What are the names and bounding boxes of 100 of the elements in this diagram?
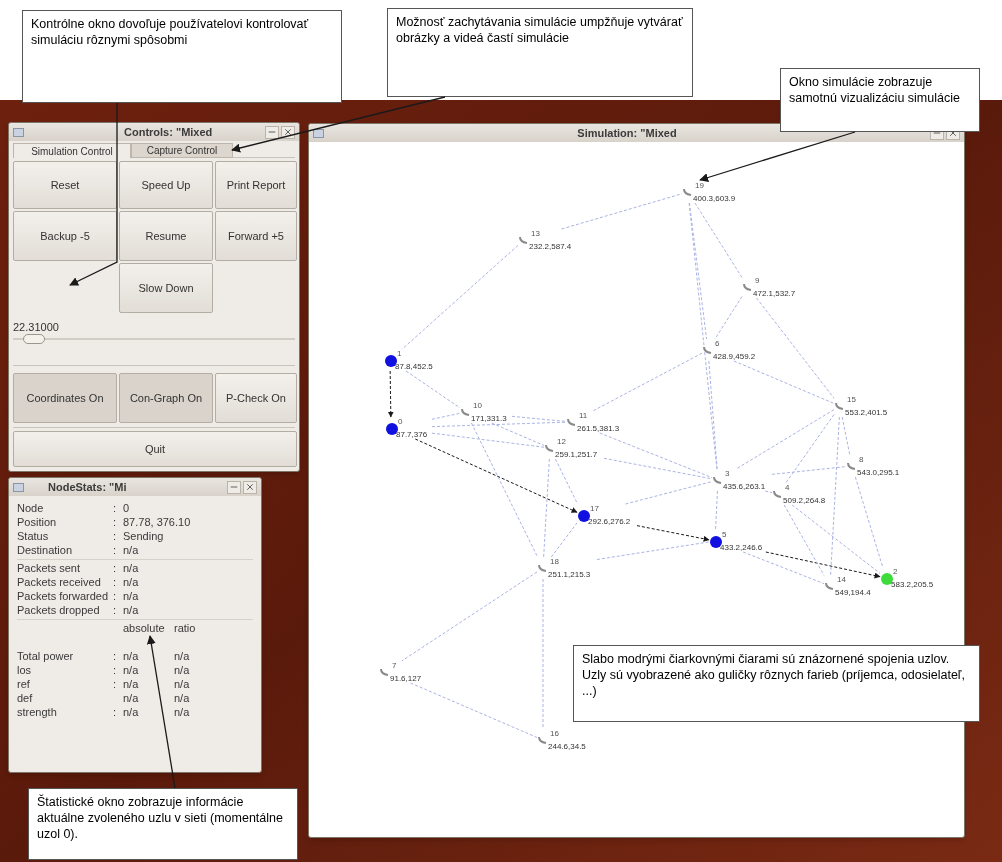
window-title: NodeStats: "Mi — [48, 479, 127, 495]
connection-line — [401, 244, 519, 350]
stat-value: 87.78, 376.10 — [123, 516, 191, 529]
colon: : — [113, 516, 117, 529]
connection-line — [511, 415, 567, 422]
connection-line — [405, 370, 461, 409]
time-value: 22.31000 — [13, 320, 59, 335]
route-arrow — [765, 551, 881, 579]
connection-line — [599, 432, 713, 479]
control-button: P-Check On — [215, 373, 297, 423]
connection-line — [785, 414, 835, 484]
stat-value: n/a — [123, 664, 139, 677]
connection-line — [470, 422, 539, 558]
stat-ratio: n/a — [174, 678, 190, 691]
stat-name: Packets forwarded — [17, 590, 109, 603]
coordinate-label: 91.6,127 — [390, 674, 422, 683]
connection-line — [596, 541, 710, 560]
connection-line — [764, 490, 773, 494]
stat-value: n/a — [123, 604, 139, 617]
control-button: Quit — [13, 431, 297, 467]
connection-line — [431, 421, 567, 428]
node-id-label: 8 — [859, 455, 864, 464]
stat-value: n/a — [123, 562, 139, 575]
connection-line — [756, 297, 835, 399]
toggle-button: Coordinates On — [13, 373, 117, 423]
callout-box: Štatistické okno zobrazuje informácie aktuálne zvoleného uzlu v sieti (momentálne uzol 0). — [28, 788, 298, 860]
node-id-label: 4 — [785, 483, 790, 492]
colon: : — [113, 590, 117, 603]
connection-line — [624, 481, 713, 505]
connection-line — [854, 476, 884, 568]
stat-name: Packets sent — [17, 562, 80, 575]
node-id-label: 19 — [695, 181, 704, 190]
node-id-label: 12 — [557, 437, 566, 446]
connection-line — [733, 360, 835, 404]
connection-line — [783, 504, 825, 576]
route-arrow — [414, 438, 578, 513]
node-id-label: 5 — [722, 530, 727, 539]
node-id-label: 10 — [473, 401, 482, 410]
stat-value: n/a — [123, 650, 139, 663]
stat-value: Sending — [123, 530, 164, 543]
stat-name: def — [17, 692, 33, 705]
node-id-label: 14 — [837, 575, 846, 584]
colon: : — [113, 576, 117, 589]
stat-value: n/a — [123, 706, 139, 719]
stat-name: Packets received — [17, 576, 101, 589]
window-title: Controls: "Mixed — [124, 124, 213, 140]
tab: Simulation Control — [13, 143, 131, 158]
connection-line — [550, 522, 578, 558]
coordinate-label: 244.6,34.5 — [548, 742, 586, 751]
coordinate-label: 553.2,401.5 — [845, 408, 888, 417]
node-id-label: 7 — [392, 661, 397, 670]
connection-line — [603, 457, 713, 480]
controls-window — [8, 122, 300, 472]
connection-line — [543, 458, 550, 558]
stat-value: n/a — [123, 692, 139, 705]
coordinate-label: 259.1,251.7 — [555, 450, 598, 459]
connection-line — [554, 458, 579, 505]
connection-line — [742, 551, 825, 585]
route-arrow — [636, 525, 710, 542]
connection-line — [401, 571, 538, 662]
node-id-label: 15 — [847, 395, 856, 404]
colon: : — [113, 502, 117, 515]
coordinate-label: 232.2,587.4 — [529, 242, 572, 251]
connection-line — [542, 578, 544, 730]
coordinate-label: 543.0,295.1 — [857, 468, 900, 477]
connection-line — [735, 409, 835, 470]
control-button: Reset — [13, 161, 117, 209]
connection-line — [431, 412, 461, 420]
coordinate-label: 261.5,381.3 — [577, 424, 620, 433]
control-button: Forward +5 — [215, 211, 297, 261]
node-id-label: 3 — [725, 469, 730, 478]
coordinate-label: 251.1,215.3 — [548, 570, 591, 579]
node-id-label: 13 — [531, 229, 540, 238]
callout-box: Kontrólne okno dovoľuje používatelovi kontrolovať simuláciu rôznymi spôsobmi — [22, 10, 342, 103]
control-button: Slow Down — [119, 263, 213, 313]
control-button: Resume — [119, 211, 213, 261]
node-id-label: 17 — [590, 504, 599, 513]
connection-line — [791, 504, 881, 574]
column-header: ratio — [174, 622, 196, 635]
tab: Capture Control — [131, 143, 233, 158]
colon: : — [113, 664, 117, 677]
connection-line — [841, 416, 851, 456]
node-id-label: 1 — [397, 349, 402, 358]
stat-ratio: n/a — [174, 664, 190, 677]
coordinate-label: 549,194.4 — [835, 588, 871, 597]
callout-arrow — [146, 635, 176, 789]
colon: : — [113, 544, 117, 557]
coordinate-label: 87.7,376 — [396, 430, 428, 439]
stat-ratio: n/a — [174, 706, 190, 719]
coordinate-label: 435.6,263.1 — [723, 482, 766, 491]
callout-arrow — [699, 131, 856, 182]
connection-line — [708, 360, 718, 470]
coordinate-label: 583.2,205.5 — [891, 580, 934, 589]
control-button: Speed Up — [119, 161, 213, 209]
coordinate-label: 87.8,452.5 — [395, 362, 433, 371]
stat-value: n/a — [123, 590, 139, 603]
stat-name: Node — [17, 502, 44, 515]
control-button: Print Report — [215, 161, 297, 209]
colon: : — [113, 562, 117, 575]
stat-name: Total power — [17, 650, 74, 663]
